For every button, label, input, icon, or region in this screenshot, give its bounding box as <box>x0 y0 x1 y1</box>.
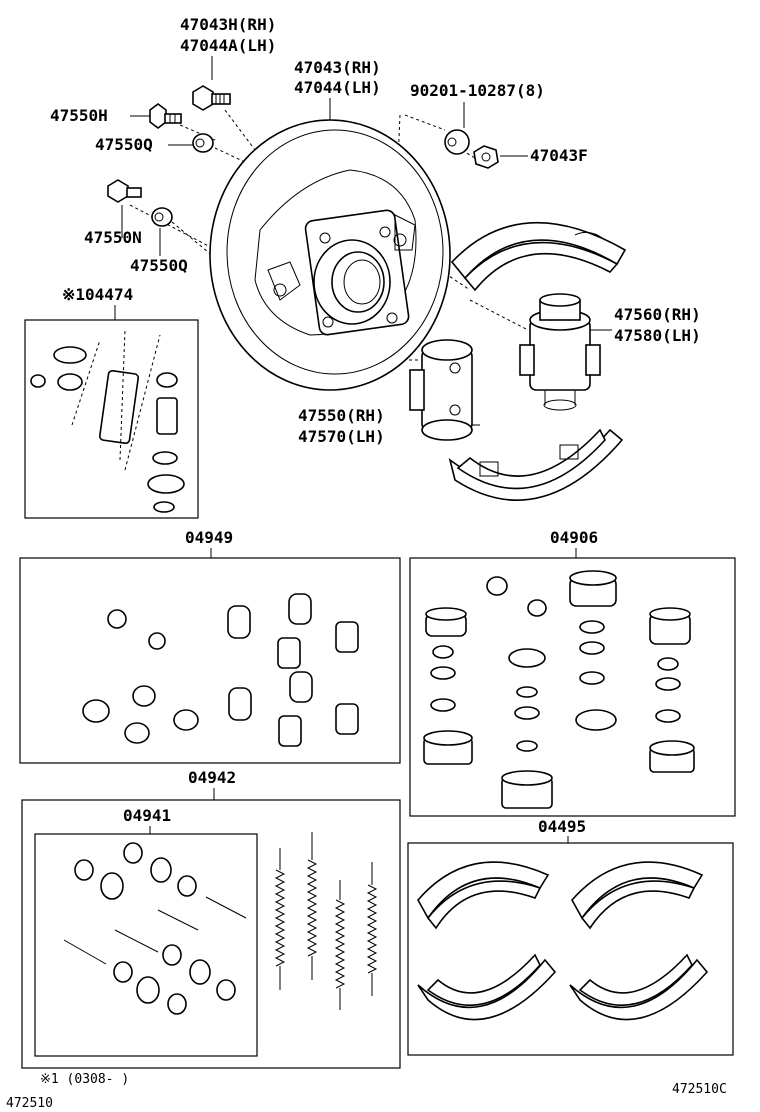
label-47044a: 47044A(LH) <box>180 36 276 55</box>
washer-47550q-top-icon <box>192 133 214 153</box>
leader-lines <box>114 56 612 426</box>
washer-47550q-mid-icon <box>151 207 173 227</box>
label-90201: 90201-10287(8) <box>410 81 545 100</box>
label-47043: 47043(RH) <box>294 58 381 77</box>
wheel-cylinder-47560-icon <box>519 293 601 411</box>
label-47550: 47550(RH) <box>298 406 385 425</box>
bolt-47550n-icon <box>107 179 142 203</box>
label-47580: 47580(LH) <box>614 326 701 345</box>
label-47043h: 47043H(RH) <box>180 15 276 34</box>
kit-04949-box <box>19 557 401 764</box>
label-47550h: 47550H <box>50 106 108 125</box>
label-04474: ※104474 <box>62 285 133 304</box>
brake-shoe-upper-icon <box>450 221 627 292</box>
kit-04941-box <box>34 833 258 1057</box>
footnote: ※1 (0308- ) <box>40 1072 129 1087</box>
kit-04474-parts <box>30 329 185 513</box>
label-47550n: 47550N <box>84 228 142 247</box>
label-04949: 04949 <box>185 528 233 547</box>
label-47550q-top: 47550Q <box>95 135 153 154</box>
kit-04942-box <box>21 799 401 1069</box>
kit-04474-box <box>24 319 199 519</box>
label-47570: 47570(LH) <box>298 427 385 446</box>
bolt-47550h-icon <box>149 103 182 129</box>
label-47043f: 47043F <box>530 146 588 165</box>
kit-04941-parts <box>63 842 247 1015</box>
label-47550q-mid: 47550Q <box>130 256 188 275</box>
kit-04906-box <box>409 557 736 817</box>
nut-47043f-icon <box>473 145 499 169</box>
kit-04495-box <box>407 842 734 1056</box>
bolt-47043h-icon <box>192 85 231 111</box>
backing-plate-icon <box>209 119 451 391</box>
return-springs <box>274 832 378 1010</box>
kit-04906-parts <box>423 570 695 809</box>
wheel-cylinder-47550-icon <box>409 339 473 441</box>
kit-04495-shoes <box>417 861 709 1021</box>
kit-04949-parts <box>82 593 359 747</box>
label-47560: 47560(RH) <box>614 305 701 324</box>
washer-90201-icon <box>444 129 470 155</box>
label-04906: 04906 <box>550 528 598 547</box>
diagram-code-right: 472510C <box>672 1082 727 1097</box>
label-04495: 04495 <box>538 817 586 836</box>
diagram-code-left: 472510 <box>6 1096 53 1111</box>
label-47044: 47044(LH) <box>294 78 381 97</box>
label-04942: 04942 <box>188 768 236 787</box>
brake-shoe-lower-icon <box>448 428 624 501</box>
label-04941: 04941 <box>123 806 171 825</box>
